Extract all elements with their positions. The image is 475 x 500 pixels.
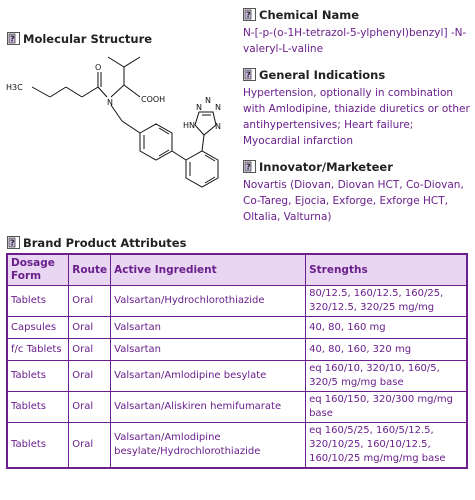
route-cell: Oral xyxy=(68,391,112,423)
chemical-name-heading: ? Chemical Name xyxy=(243,8,471,22)
dosage-form-cell: Tablets xyxy=(6,285,70,317)
table-header-row: Dosage Form Route Active Ingredient Stre… xyxy=(6,253,468,286)
table-row: Tablets Oral Valsartan/Amlodipine besyla… xyxy=(6,422,468,469)
route-cell: Oral xyxy=(68,338,112,361)
molecular-structure-title: Molecular Structure xyxy=(23,32,153,46)
strengths-cell: eq 160/5/25, 160/5/12.5, 320/10/25, 160/… xyxy=(305,422,468,469)
ingredient-cell: Valsartan xyxy=(110,316,307,339)
help-book-icon[interactable]: ? xyxy=(243,68,256,81)
route-cell: Oral xyxy=(68,360,112,392)
brand-attributes-title: Brand Product Attributes xyxy=(23,236,187,250)
chemical-name-section: ? Chemical Name N-[-p-(o-1H-tetrazol-5-y… xyxy=(243,8,471,57)
help-book-icon[interactable]: ? xyxy=(7,32,20,45)
tetrazole-hn-label: HN xyxy=(183,121,195,130)
table-row: Tablets Oral Valsartan/Amlodipine besyla… xyxy=(6,360,468,392)
svg-text:?: ? xyxy=(10,35,15,44)
ingredient-cell: Valsartan/Aliskiren hemifumarate xyxy=(110,391,307,423)
svg-text:?: ? xyxy=(10,239,15,248)
column-header-strengths: Strengths xyxy=(305,253,468,286)
route-cell: Oral xyxy=(68,285,112,317)
column-header-dosage-form: Dosage Form xyxy=(6,253,70,286)
dosage-form-cell: Tablets xyxy=(6,360,70,392)
dosage-form-cell: Capsules xyxy=(6,316,70,339)
innovator-title: Innovator/Marketeer xyxy=(259,160,393,174)
oxygen-label: O xyxy=(95,63,101,72)
svg-text:?: ? xyxy=(246,11,251,20)
dosage-form-cell: f/c Tablets xyxy=(6,338,70,361)
route-cell: Oral xyxy=(68,316,112,339)
strengths-cell: 40, 80, 160, 320 mg xyxy=(305,338,468,361)
general-indications-section: ? General Indications Hypertension, opti… xyxy=(243,68,471,149)
column-header-active-ingredient: Active Ingredient xyxy=(110,253,307,286)
table-row: f/c Tablets Oral Valsartan 40, 80, 160, … xyxy=(6,338,468,361)
column-header-route: Route xyxy=(68,253,112,286)
innovator-section: ? Innovator/Marketeer Novartis (Diovan, … xyxy=(243,160,471,225)
svg-text:?: ? xyxy=(246,163,251,172)
strengths-cell: eq 160/150, 320/300 mg/mg base xyxy=(305,391,468,423)
nitrogen-label: N xyxy=(107,98,113,107)
strengths-cell: eq 160/10, 320/10, 160/5, 320/5 mg/mg ba… xyxy=(305,360,468,392)
dosage-form-cell: Tablets xyxy=(6,422,70,469)
molecule-diagram: H3C O N COOH N N N HN N xyxy=(6,56,221,188)
help-book-icon[interactable]: ? xyxy=(7,236,20,249)
innovator-heading: ? Innovator/Marketeer xyxy=(243,160,471,174)
general-indications-heading: ? General Indications xyxy=(243,68,471,82)
drug-info-panel: ? Chemical Name N-[-p-(o-1H-tetrazol-5-y… xyxy=(243,8,471,236)
chemical-name-text: N-[-p-(o-1H-tetrazol-5-ylphenyl)benzyl] … xyxy=(243,27,467,55)
general-indications-text: Hypertension, optionally in combination … xyxy=(243,87,470,147)
dosage-form-cell: Tablets xyxy=(6,391,70,423)
table-row: Tablets Oral Valsartan/Aliskiren hemifum… xyxy=(6,391,468,423)
tetrazole-n4-label: N xyxy=(215,122,221,131)
ingredient-cell: Valsartan/Hydrochlorothiazide xyxy=(110,285,307,317)
cooh-label: COOH xyxy=(141,95,165,104)
h3c-label: H3C xyxy=(6,83,23,92)
innovator-text: Novartis (Diovan, Diovan HCT, Co-Diovan,… xyxy=(243,179,464,223)
route-cell: Oral xyxy=(68,422,112,469)
svg-text:?: ? xyxy=(246,71,251,80)
tetrazole-n2-label: N xyxy=(205,96,211,105)
help-book-icon[interactable]: ? xyxy=(243,160,256,173)
table-row: Tablets Oral Valsartan/Hydrochlorothiazi… xyxy=(6,285,468,317)
molecular-structure-heading: ? Molecular Structure xyxy=(7,32,152,46)
strengths-cell: 40, 80, 160 mg xyxy=(305,316,468,339)
brand-attributes-table: Dosage Form Route Active Ingredient Stre… xyxy=(6,253,468,469)
ingredient-cell: Valsartan/Amlodipine besylate xyxy=(110,360,307,392)
tetrazole-n3-label: N xyxy=(215,103,221,112)
tetrazole-n1-label: N xyxy=(196,103,202,112)
general-indications-title: General Indications xyxy=(259,68,386,82)
ingredient-cell: Valsartan/Amlodipine besylate/Hydrochlor… xyxy=(110,422,307,469)
strengths-cell: 80/12.5, 160/12.5, 160/25, 320/12.5, 320… xyxy=(305,285,468,317)
help-book-icon[interactable]: ? xyxy=(243,8,256,21)
brand-attributes-heading: ? Brand Product Attributes xyxy=(7,236,186,250)
chemical-name-title: Chemical Name xyxy=(259,8,360,22)
ingredient-cell: Valsartan xyxy=(110,338,307,361)
table-row: Capsules Oral Valsartan 40, 80, 160 mg xyxy=(6,316,468,339)
